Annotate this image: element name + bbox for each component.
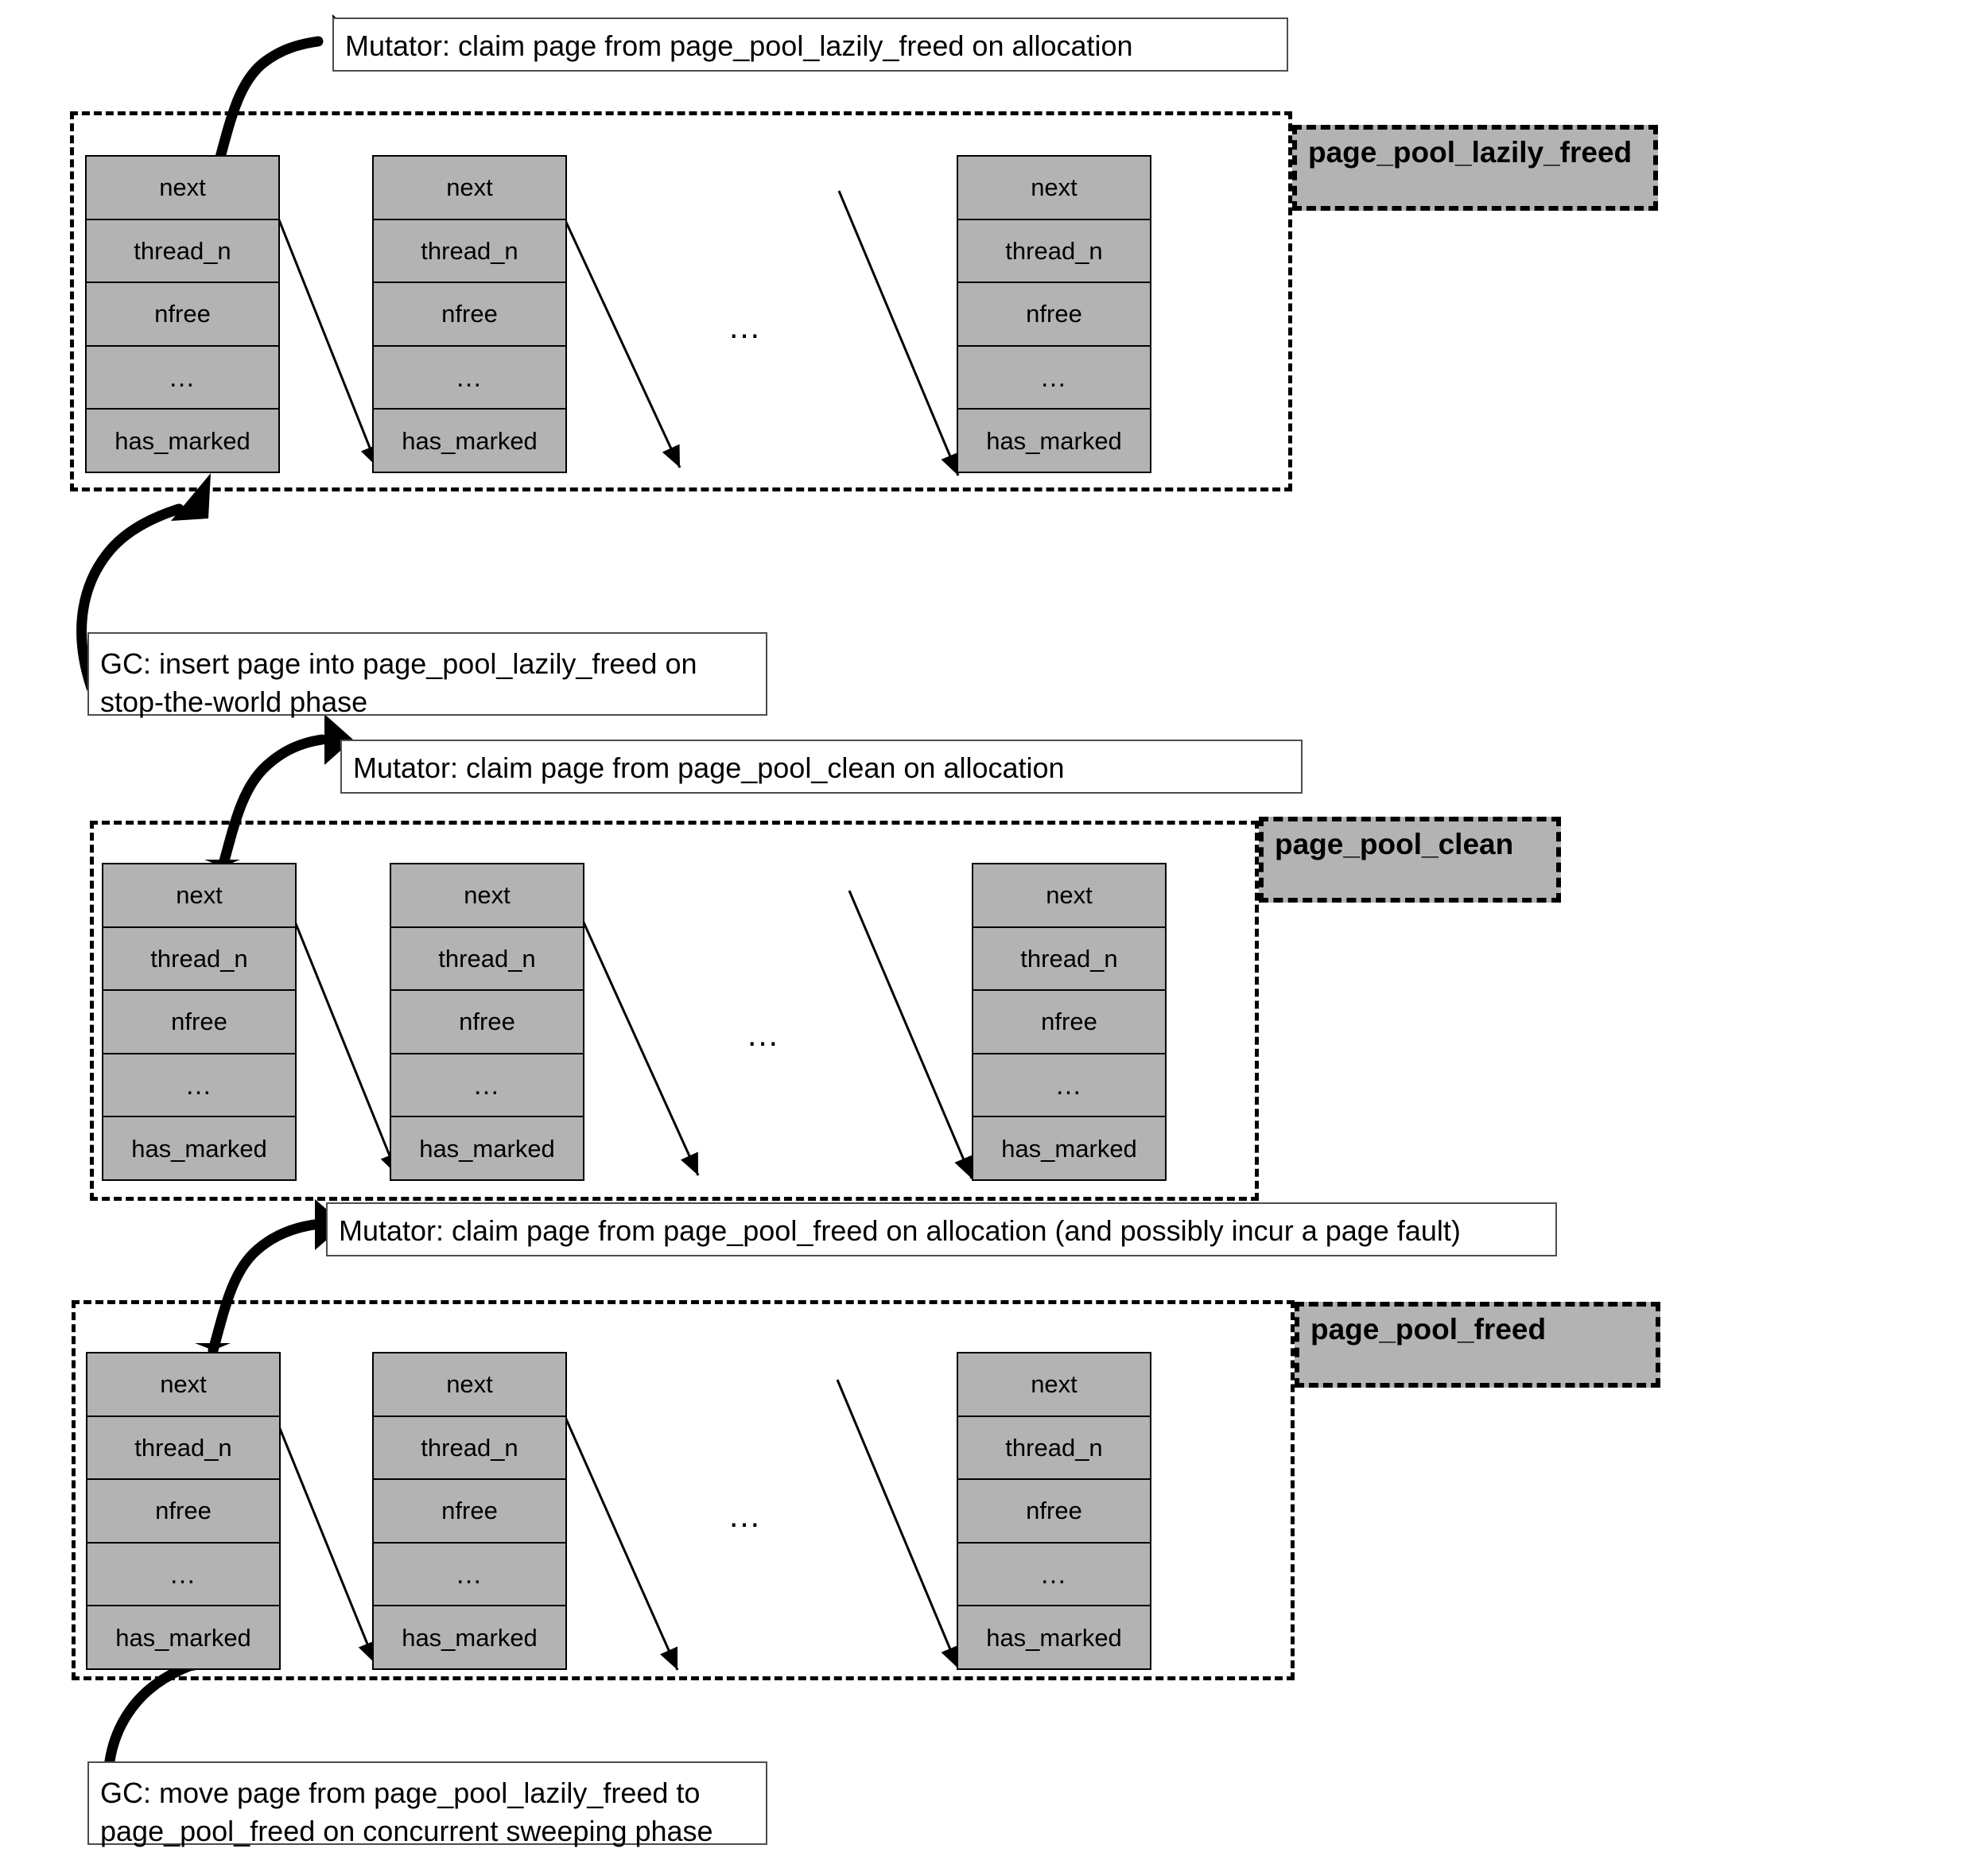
- page-field-next: next: [391, 864, 583, 928]
- page-field-next: next: [973, 864, 1165, 928]
- page-field-thread-n: thread_n: [973, 928, 1165, 992]
- page-field-nfree: nfree: [391, 991, 583, 1054]
- page-field-has-marked: has_marked: [115, 1623, 251, 1652]
- pool-label-freed: page_pool_freed: [1295, 1302, 1660, 1388]
- callout-text-line-1: GC: move page from page_pool_lazily_free…: [100, 1777, 701, 1809]
- page-field-has-marked: has_marked: [419, 1134, 555, 1163]
- page-field-has-marked: has_marked: [986, 1623, 1122, 1652]
- page-field-thread-n: thread_n: [374, 220, 565, 284]
- page-field-ellipsis: …: [374, 347, 565, 410]
- page-field-thread-n: thread_n: [87, 1417, 279, 1481]
- page-field-next: next: [958, 1353, 1150, 1417]
- page-field-ellipsis: …: [391, 1054, 583, 1118]
- page-field-has-marked: has_marked: [986, 426, 1122, 455]
- pool-label-lazily-freed: page_pool_lazily_freed: [1292, 125, 1658, 211]
- page-field-has-marked: has_marked: [402, 1623, 538, 1652]
- page-field-ellipsis: …: [958, 1544, 1150, 1607]
- callout-mutator-lazily-freed: Mutator: claim page from page_pool_lazil…: [332, 17, 1288, 72]
- page-field-has-marked: has_marked: [402, 426, 538, 455]
- page-field-thread-n: thread_n: [958, 220, 1150, 284]
- page-block: next thread_n nfree … has_marked: [390, 863, 584, 1181]
- page-field-thread-n: thread_n: [391, 928, 583, 992]
- page-field-next: next: [103, 864, 295, 928]
- page-field-has-marked: has_marked: [131, 1134, 267, 1163]
- page-field-nfree: nfree: [87, 1480, 279, 1544]
- page-field-next: next: [374, 157, 565, 220]
- page-field-next: next: [374, 1353, 565, 1417]
- callout-mutator-clean: Mutator: claim page from page_pool_clean…: [340, 740, 1303, 794]
- pool-label-text: page_pool_lazily_freed: [1308, 136, 1633, 169]
- pool-label-clean: page_pool_clean: [1259, 817, 1561, 903]
- page-block: next thread_n nfree … has_marked: [957, 1352, 1151, 1670]
- page-field-ellipsis: …: [103, 1054, 295, 1118]
- callout-text: Mutator: claim page from page_pool_freed…: [339, 1214, 1461, 1247]
- pool-label-text: page_pool_freed: [1310, 1313, 1547, 1346]
- page-field-ellipsis: …: [374, 1544, 565, 1607]
- page-field-nfree: nfree: [103, 991, 295, 1054]
- page-field-ellipsis: …: [973, 1054, 1165, 1118]
- callout-gc-freed: GC: move page from page_pool_lazily_free…: [87, 1761, 767, 1847]
- page-block: next thread_n nfree … has_marked: [372, 1352, 567, 1670]
- page-field-ellipsis: …: [87, 347, 278, 410]
- pool-container-freed: [72, 1300, 1295, 1680]
- page-field-has-marked: has_marked: [115, 426, 250, 455]
- callout-text-line-2: page_pool_freed on concurrent sweeping p…: [100, 1814, 713, 1847]
- page-block: next thread_n nfree … has_marked: [957, 155, 1151, 473]
- page-field-next: next: [958, 157, 1150, 220]
- page-field-thread-n: thread_n: [958, 1417, 1150, 1481]
- page-field-next: next: [87, 1353, 279, 1417]
- page-block: next thread_n nfree … has_marked: [85, 155, 280, 473]
- callout-text-line-2: stop-the-world phase: [100, 685, 368, 718]
- page-block: next thread_n nfree … has_marked: [972, 863, 1167, 1181]
- page-block: next thread_n nfree … has_marked: [372, 155, 567, 473]
- page-field-nfree: nfree: [374, 283, 565, 347]
- page-field-next: next: [87, 157, 278, 220]
- pool-container-lazily-freed: [70, 111, 1292, 491]
- page-field-has-marked: has_marked: [1001, 1134, 1137, 1163]
- callout-gc-lazily-freed: GC: insert page into page_pool_lazily_fr…: [87, 632, 767, 718]
- pool-label-text: page_pool_clean: [1275, 828, 1514, 860]
- callout-mutator-freed: Mutator: claim page from page_pool_freed…: [326, 1202, 1557, 1256]
- gap-ellipsis: …: [728, 308, 765, 345]
- page-field-nfree: nfree: [973, 991, 1165, 1054]
- page-field-nfree: nfree: [374, 1480, 565, 1544]
- page-field-ellipsis: …: [958, 347, 1150, 410]
- gap-ellipsis: …: [728, 1497, 765, 1534]
- pool-container-clean: [90, 821, 1259, 1201]
- gap-ellipsis: …: [746, 1015, 783, 1053]
- page-field-nfree: nfree: [958, 283, 1150, 347]
- page-block: next thread_n nfree … has_marked: [86, 1352, 281, 1670]
- page-field-thread-n: thread_n: [374, 1417, 565, 1481]
- page-block: next thread_n nfree … has_marked: [102, 863, 297, 1181]
- page-field-nfree: nfree: [958, 1480, 1150, 1544]
- page-field-thread-n: thread_n: [103, 928, 295, 992]
- callout-text: Mutator: claim page from page_pool_clean…: [353, 751, 1065, 784]
- page-field-ellipsis: …: [87, 1544, 279, 1607]
- callout-text-line-1: GC: insert page into page_pool_lazily_fr…: [100, 647, 697, 680]
- page-field-nfree: nfree: [87, 283, 278, 347]
- callout-text: Mutator: claim page from page_pool_lazil…: [345, 29, 1133, 62]
- page-field-thread-n: thread_n: [87, 220, 278, 284]
